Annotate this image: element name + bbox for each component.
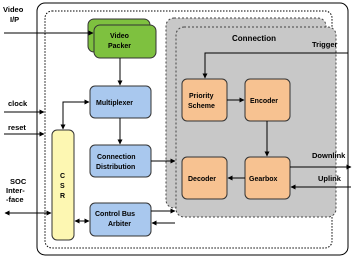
- decoder-block: [181, 156, 228, 200]
- video-ip-label-2: I/P: [10, 15, 19, 24]
- csr-label-s: S: [60, 183, 65, 190]
- video-packer-block: [93, 24, 157, 59]
- priority-scheme-label-1: Priority: [189, 93, 214, 100]
- connection-distribution-label-1: Connection: [97, 154, 136, 161]
- soc-interface-label-1: SOC: [10, 177, 27, 186]
- csr-to-mux-arrow: [60, 99, 90, 130]
- uplink-label: Uplink: [318, 174, 342, 183]
- priority-scheme-label-2: Scheme: [188, 103, 215, 110]
- video-packer-label-1: Video: [110, 33, 129, 40]
- trigger-arrow: [202, 52, 348, 79]
- video-packer-label-2: Packer: [108, 43, 131, 50]
- priority-scheme-block: [181, 78, 228, 122]
- csr-label-r: R: [60, 193, 65, 200]
- core-boundary: [44, 10, 333, 249]
- multiplexer-label: Multiplexer: [96, 100, 133, 107]
- soc-interface-label-2: Inter-: [6, 186, 25, 195]
- reset-label: reset: [8, 123, 26, 132]
- control-bus-arbiter-label-2: Arbiter: [108, 221, 131, 228]
- csr-label-c: C: [60, 173, 65, 180]
- connection-distribution-label-2: Distribution: [96, 164, 135, 171]
- video-ip-label-1: Video: [3, 5, 24, 14]
- soc-interface-label-3: -face: [6, 195, 24, 204]
- downlink-label: Downlink: [312, 151, 346, 160]
- trigger-label: Trigger: [312, 40, 338, 49]
- clock-label: clock: [8, 99, 28, 108]
- control-bus-arbiter-label-1: Control Bus: [95, 211, 135, 218]
- encoder-label: Encoder: [250, 98, 278, 105]
- csr-block: [51, 129, 75, 241]
- gearbox-label: Gearbox: [249, 176, 278, 183]
- control-bus-arbiter-block: [89, 202, 152, 237]
- connection-distribution-block: [89, 144, 152, 178]
- connection-title: Connection: [232, 34, 276, 43]
- decoder-label: Decoder: [188, 176, 216, 183]
